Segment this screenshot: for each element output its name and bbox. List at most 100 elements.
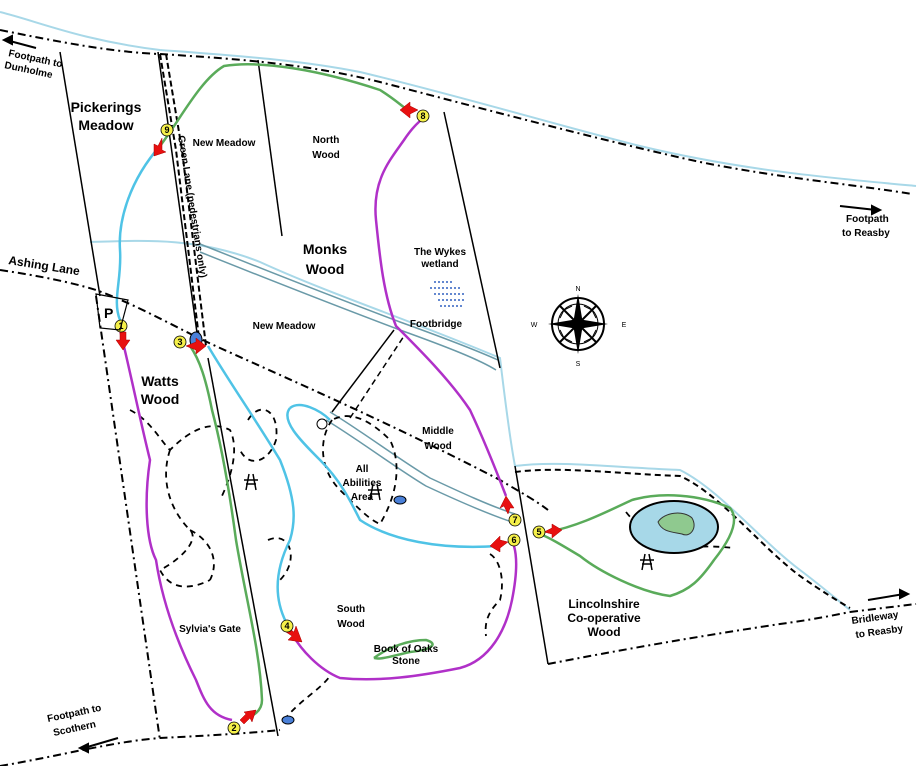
svg-text:6: 6 — [511, 535, 516, 545]
ashing-lane-road — [0, 269, 549, 511]
arrow-8 — [399, 101, 419, 119]
blue-trail-south — [206, 345, 295, 623]
south-path-3 — [283, 675, 331, 721]
co-op-south-boundary — [547, 611, 851, 665]
green-trail — [159, 63, 736, 720]
channel-lower-south — [325, 419, 513, 523]
green-trail-north — [159, 63, 409, 147]
svg-text:9: 9 — [164, 125, 169, 135]
watts-path-2 — [158, 449, 211, 588]
label-monks-wood-2: Wood — [306, 261, 345, 277]
arrow-scothern-icon — [77, 737, 119, 754]
boundary-middle-east — [514, 465, 549, 665]
direction-arrows — [115, 101, 563, 725]
waypoint-8[interactable]: 8 — [416, 109, 430, 123]
boundary-pickerings-west — [59, 51, 101, 297]
purple-trail-south — [288, 545, 518, 681]
purple-trail-monks — [374, 116, 508, 497]
arrow-reasby-footpath-icon — [839, 204, 883, 216]
label-lincolnshire-1: Lincolnshire — [568, 597, 640, 611]
label-ashing-lane: Ashing Lane — [8, 253, 82, 278]
co-op-inner-path — [625, 511, 735, 549]
label-reasby-bridleway-2: to Reasby — [855, 623, 904, 641]
blue-trail — [115, 145, 499, 623]
label-north-wood-1: North — [313, 135, 340, 146]
middle-wood-path — [484, 553, 503, 637]
compass-rose: N S E W — [531, 286, 627, 368]
label-middle-wood-2: Wood — [424, 441, 452, 452]
northern-footpath — [0, 29, 913, 195]
label-watts-wood-1: Watts — [141, 373, 179, 389]
purple-trail-watts — [118, 329, 233, 722]
label-reasby-footpath-2: to Reasby — [842, 228, 890, 239]
arrow-reasby-bridleway-icon — [867, 588, 911, 601]
parking[interactable]: P — [95, 293, 129, 331]
label-sylvias-gate: Sylvia's Gate — [179, 624, 241, 635]
bridleway-east — [849, 603, 917, 613]
picnic-icon-all-abilities — [368, 483, 382, 501]
south-path-2 — [267, 537, 292, 581]
arrow-dunholme-icon — [1, 34, 37, 49]
streams — [0, 11, 917, 611]
waypoint-2[interactable]: 2 — [227, 721, 241, 735]
green-trail-co-op — [539, 494, 736, 598]
watts-path-3 — [189, 529, 215, 581]
green-lane — [159, 53, 201, 347]
green-trail-watts — [188, 345, 264, 720]
channel-north-edge — [199, 243, 499, 361]
compass-s: S — [576, 361, 581, 368]
south-path-1 — [239, 408, 278, 462]
pond-middle — [316, 418, 328, 430]
boundary-north-wood-east — [443, 111, 501, 369]
label-wykes-1: The Wykes — [414, 247, 466, 258]
blue-trail-link — [289, 403, 331, 421]
waypoint-9[interactable]: 9 — [160, 123, 174, 137]
watts-west-boundary — [95, 295, 161, 741]
label-wykes-2: wetland — [420, 259, 458, 270]
arrow-7 — [499, 495, 515, 515]
waypoint-5[interactable]: 5 — [532, 525, 546, 539]
label-book-of-oaks-2: Stone — [392, 656, 420, 667]
pond-south — [281, 715, 295, 725]
blue-trail-loop — [286, 407, 499, 549]
label-book-of-oaks-1: Book of Oaks — [374, 644, 439, 655]
direction-pointers — [1, 34, 911, 754]
picnic-icon-watts — [244, 473, 258, 491]
parking-label: P — [104, 305, 113, 321]
boundary-footbridge-link-b — [349, 335, 405, 419]
green-trail-book-of-oaks — [373, 638, 434, 660]
svg-text:4: 4 — [284, 621, 289, 631]
label-monks-wood-1: Monks — [303, 241, 348, 257]
footpaths — [0, 29, 917, 766]
svg-text:8: 8 — [420, 111, 425, 121]
arrow-9 — [153, 137, 167, 157]
compass-n: N — [575, 286, 580, 293]
label-north-wood-2: Wood — [312, 150, 340, 161]
label-reasby-footpath-1: Footpath — [846, 214, 889, 225]
svg-text:2: 2 — [231, 723, 236, 733]
svg-text:3: 3 — [177, 337, 182, 347]
east-riverside-path — [514, 468, 851, 609]
blue-trail-north — [115, 145, 161, 321]
label-pickerings-2: Meadow — [78, 117, 133, 133]
area-labels: Pickerings Meadow New Meadow North Wood … — [8, 99, 641, 667]
arrow-1 — [115, 331, 131, 351]
green-lane-inner — [165, 53, 207, 347]
boundary-footbridge-link-a — [331, 329, 395, 413]
waypoint-6[interactable]: 6 — [507, 533, 521, 547]
waypoint-3[interactable]: 3 — [173, 335, 187, 349]
boundary-north-wood-west — [257, 59, 283, 237]
middle-stream — [89, 239, 851, 611]
waypoint-4[interactable]: 4 — [280, 619, 294, 633]
boundary-new-meadow-west — [157, 51, 199, 341]
watts-path-1 — [129, 409, 235, 501]
purple-trail — [118, 116, 518, 722]
arrow-2 — [239, 709, 257, 725]
arrow-3 — [185, 337, 207, 355]
label-all-abilities-3: Area — [351, 492, 374, 503]
boundary-south-wood-west — [207, 357, 279, 737]
lake — [629, 500, 719, 554]
compass-e: E — [622, 322, 627, 329]
waypoint-7[interactable]: 7 — [508, 513, 522, 527]
